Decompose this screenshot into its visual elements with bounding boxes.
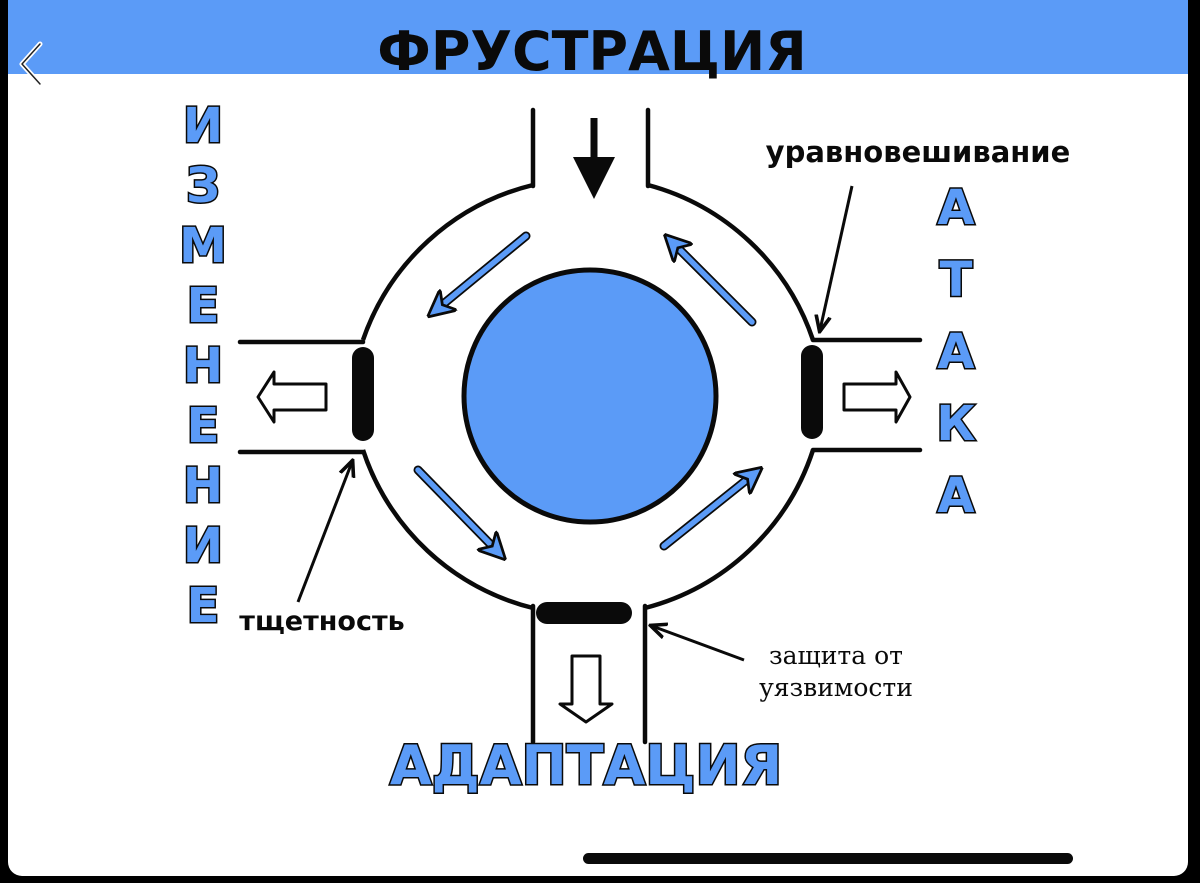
header-band xyxy=(8,0,1188,74)
pointer-tshchetnost xyxy=(296,462,352,603)
left-word-letter: Е xyxy=(187,578,220,634)
flow-arrow-top-right xyxy=(672,242,755,325)
label-adaptatsiya: АДАПТАЦИЯ xyxy=(390,734,782,797)
annotation-tshchetnost: тщетность xyxy=(239,606,404,637)
barriers xyxy=(352,345,823,624)
exit-arrow-left xyxy=(256,370,328,424)
barrier-right xyxy=(801,345,823,439)
left-word-letter: Н xyxy=(183,338,223,394)
flow-arrow-top-left xyxy=(436,233,529,310)
left-word-letter: И xyxy=(183,518,223,574)
pointer-zashchita xyxy=(652,626,745,662)
diagram-title: ФРУСТРАЦИЯ xyxy=(377,20,806,83)
annotation-zashchita-line2: уязвимости xyxy=(759,673,913,702)
exit-arrow-right xyxy=(842,370,912,424)
flow-arrow-bottom-right xyxy=(661,474,754,549)
chevron-left-icon xyxy=(19,41,43,87)
barrier-bottom xyxy=(536,602,632,624)
left-word-letter: Е xyxy=(187,398,220,454)
screen: ФРУСТРАЦИЯ xyxy=(8,0,1188,876)
exit-arrow-bottom xyxy=(558,654,614,724)
left-word-letter: М xyxy=(179,218,227,274)
right-word-letter: Т xyxy=(940,252,973,308)
back-button[interactable] xyxy=(10,36,50,92)
road-edges xyxy=(237,107,923,745)
flow-arrow-bottom-left xyxy=(415,467,498,552)
pointer-lines xyxy=(296,185,854,662)
right-word-letter: А xyxy=(937,180,974,236)
flow-arrows-fill xyxy=(415,233,755,552)
right-word-letter: К xyxy=(936,396,975,452)
home-indicator[interactable] xyxy=(583,853,1073,864)
left-word-letter: Е xyxy=(187,278,220,334)
annotation-ravnovesie: уравновешивание xyxy=(766,135,1071,169)
right-word-letter: А xyxy=(937,324,974,380)
left-word-letter: З xyxy=(186,158,220,214)
left-word-letter: Н xyxy=(183,458,223,514)
right-word-letter: А xyxy=(937,468,974,524)
barrier-left xyxy=(352,347,374,441)
pointer-ravnovesie xyxy=(820,185,854,330)
roundabout-diagram: ФРУСТРАЦИЯ xyxy=(178,20,1071,799)
exit-arrows xyxy=(256,370,912,724)
roundabout-ring xyxy=(360,182,816,611)
annotation-zashchita-line1: защита от xyxy=(769,641,903,670)
center-island xyxy=(461,267,719,525)
left-word-letter: И xyxy=(183,98,223,154)
